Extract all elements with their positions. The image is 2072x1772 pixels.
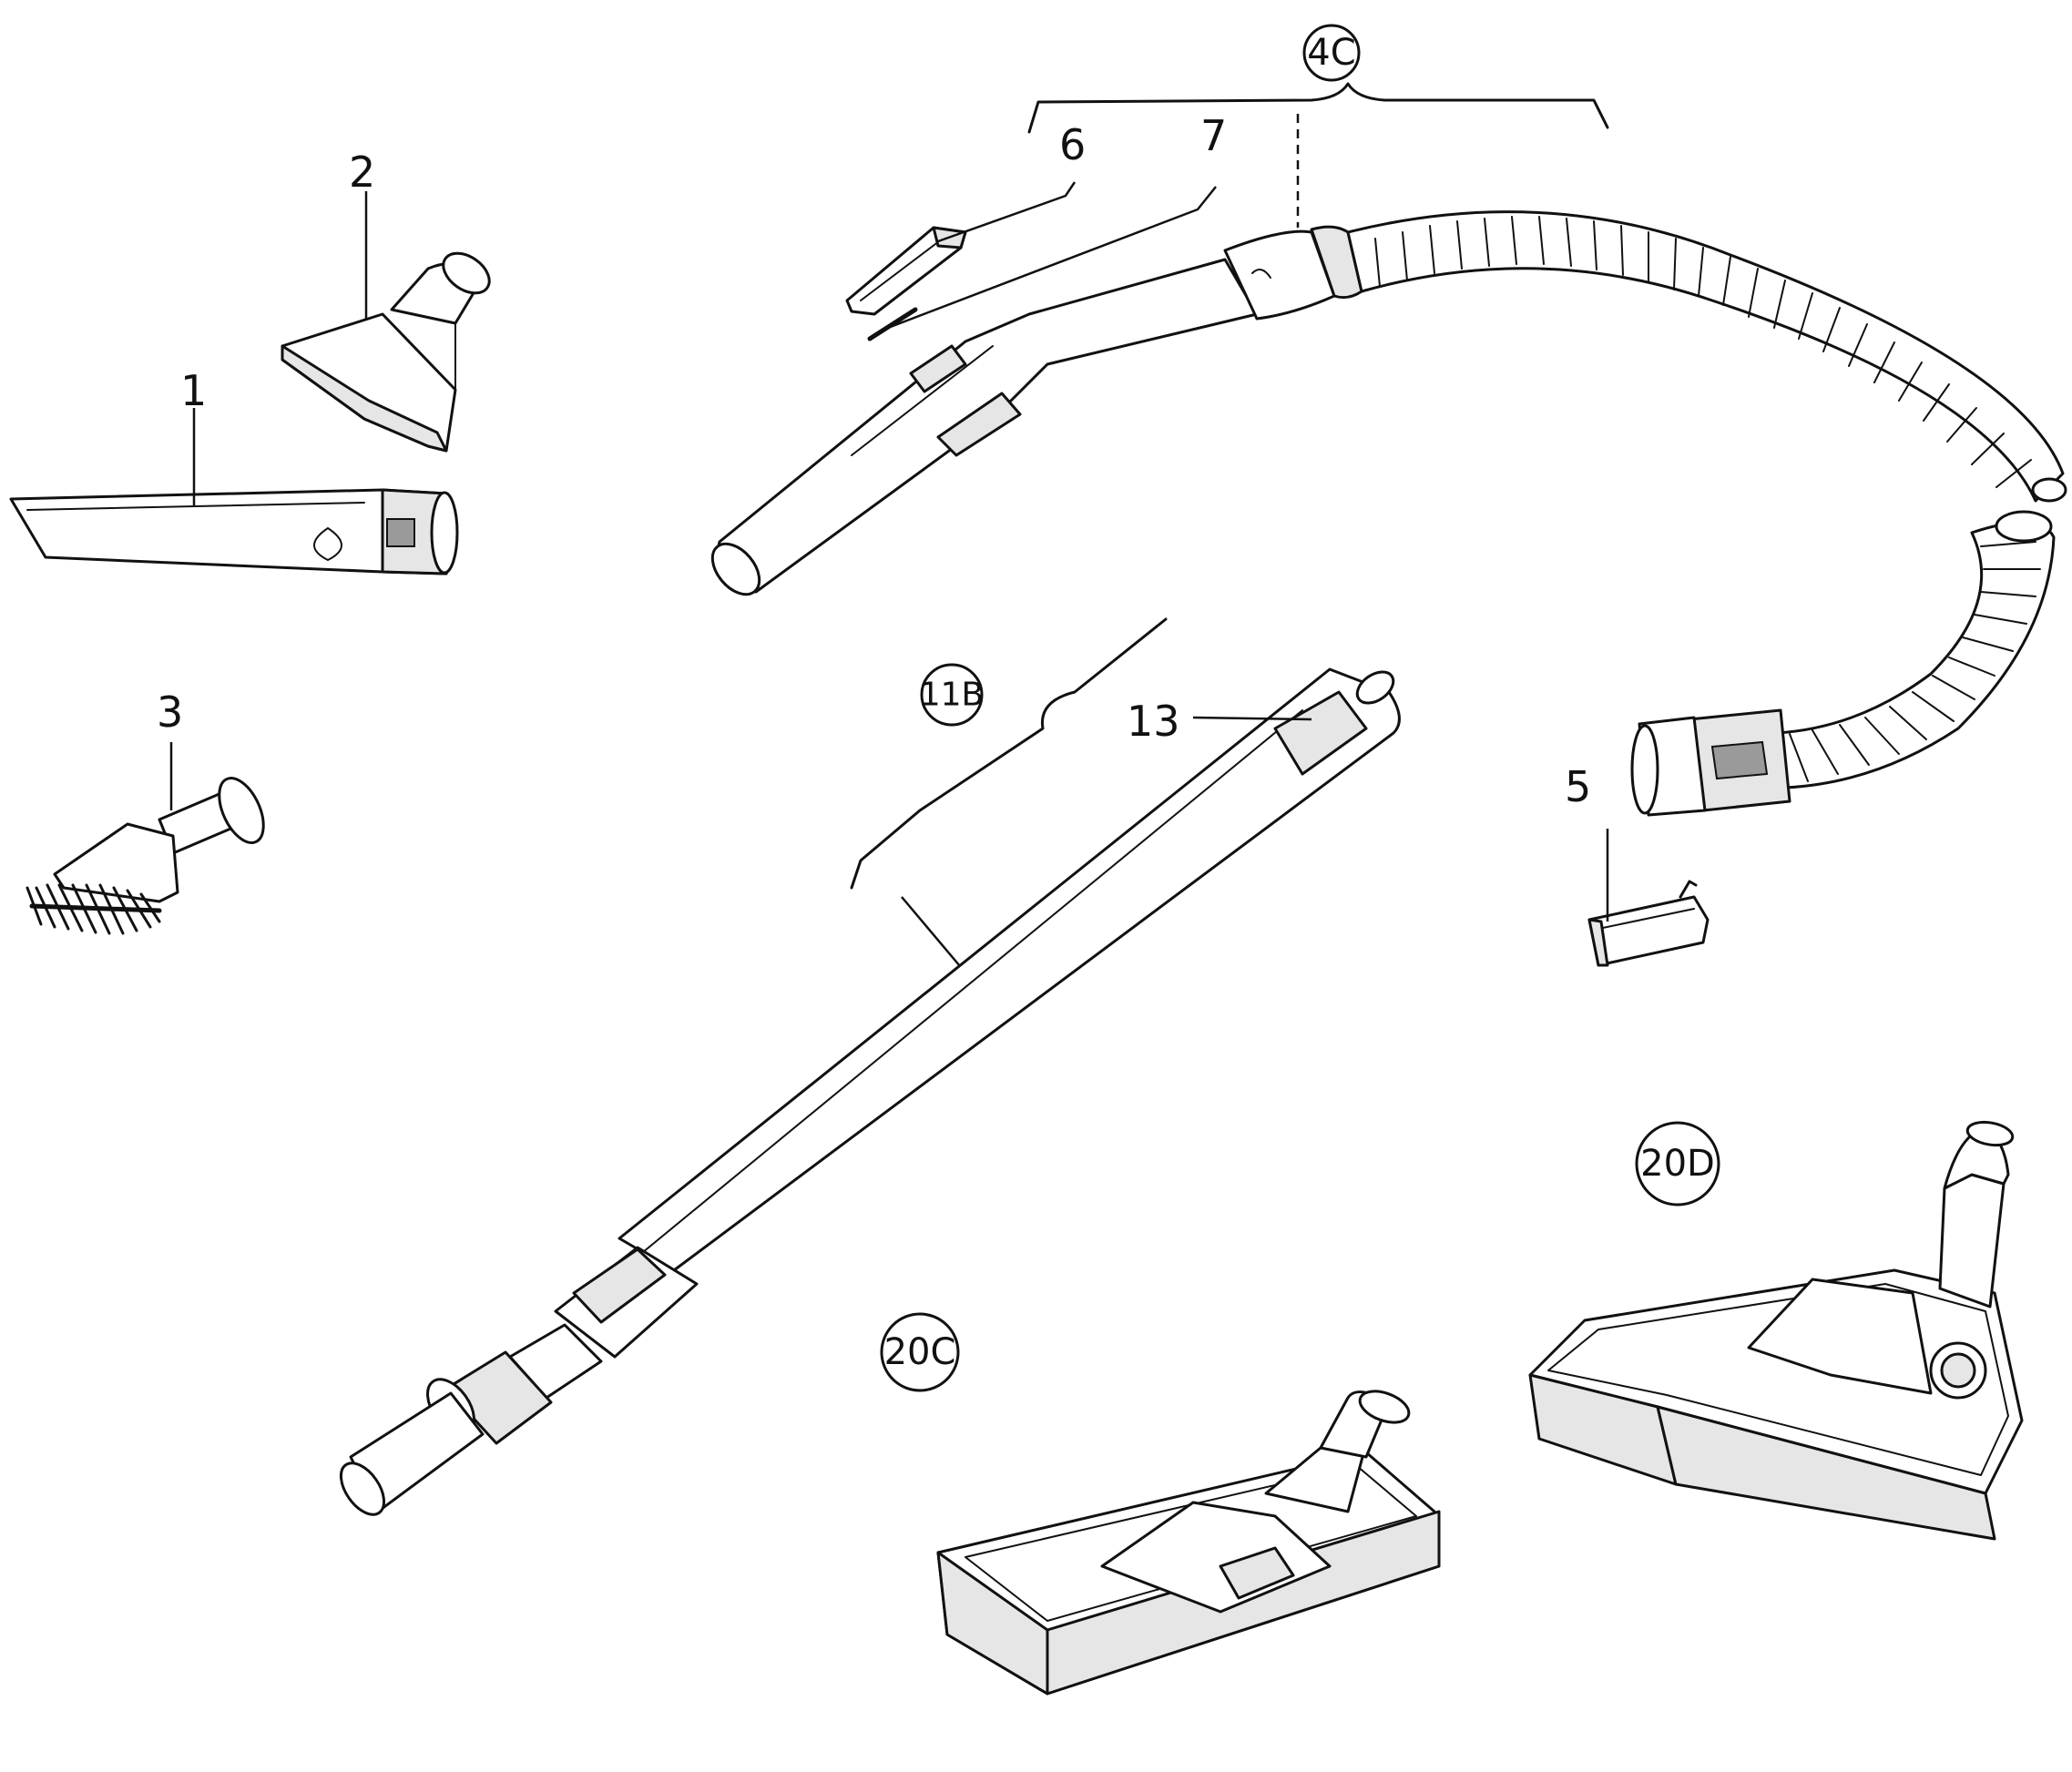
assembly-label-4c: 4C <box>1302 24 1361 82</box>
label-assembly-20d: 20D <box>1640 1143 1715 1185</box>
dusting-brush <box>26 777 265 935</box>
assembly-label-20d: 20D <box>1635 1121 1720 1207</box>
upholstery-tool <box>281 251 491 453</box>
part-number-labels: 1 2 3 5 6 7 13 <box>157 111 1591 811</box>
power-nozzle-20d <box>1528 1120 2024 1541</box>
label-part-13: 13 <box>1127 697 1180 746</box>
assembly-label-20c: 20C <box>880 1312 960 1392</box>
label-part-2: 2 <box>349 148 375 197</box>
label-assembly-11b: 11B <box>920 677 985 714</box>
clip-part-7 <box>867 307 918 341</box>
label-part-1: 1 <box>180 366 207 415</box>
clip-part-6 <box>845 226 967 316</box>
telescopic-wand <box>339 667 1401 1516</box>
label-part-3: 3 <box>157 687 183 737</box>
assembly-label-11b: 11B <box>920 663 985 727</box>
label-part-7: 7 <box>1200 111 1227 160</box>
hose-assembly <box>710 210 2067 817</box>
label-assembly-4c: 4C <box>1307 32 1355 74</box>
label-part-6: 6 <box>1059 120 1086 169</box>
leader-lines <box>169 181 1609 922</box>
clip-part-5 <box>1587 880 1710 967</box>
bracket-4c <box>1027 82 1609 228</box>
floor-nozzle-20c <box>936 1390 1441 1696</box>
label-part-5: 5 <box>1565 762 1591 811</box>
label-assembly-20c: 20C <box>884 1331 956 1373</box>
crevice-tool <box>9 488 459 575</box>
